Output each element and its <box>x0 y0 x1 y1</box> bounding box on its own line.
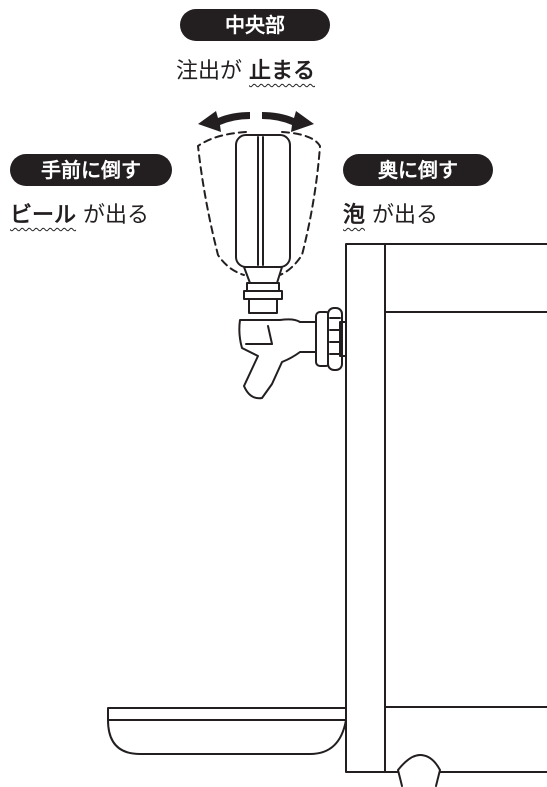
front-caption-emphasis: ビール <box>10 203 77 228</box>
center-caption-text: 注出が <box>176 59 249 84</box>
back-caption-text: が出る <box>365 203 439 228</box>
tilt-outline-back <box>279 131 321 276</box>
center-caption: 注出が 止まる <box>176 58 315 86</box>
server-body-icon <box>345 243 547 773</box>
front-caption: ビール が出る <box>10 202 149 230</box>
center-badge: 中央部 <box>180 9 330 41</box>
double-arrow-icon <box>198 111 314 132</box>
faucet-icon <box>238 307 347 400</box>
back-caption-emphasis: 泡 <box>343 203 366 228</box>
front-badge: 手前に倒す <box>10 154 172 186</box>
tilt-outline-front <box>197 131 247 276</box>
center-caption-emphasis: 止まる <box>249 59 316 84</box>
front-caption-text: が出る <box>76 203 150 228</box>
back-badge: 奥に倒す <box>343 154 493 186</box>
back-caption: 泡 が出る <box>343 202 438 230</box>
drip-tray-icon <box>107 707 347 755</box>
tap-handle-icon <box>235 134 291 314</box>
foot-icon <box>397 754 441 787</box>
